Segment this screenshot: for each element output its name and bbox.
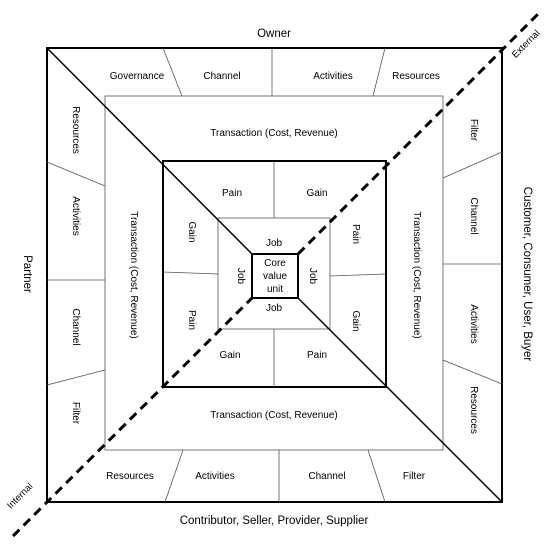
ring3-dividers [162, 161, 387, 387]
internal-label: Internal [5, 481, 35, 511]
core-line-2: value [263, 271, 287, 282]
outer-right-label: Customer, Consumer, User, Buyer [521, 187, 533, 362]
ring1-inner-border [104, 95, 444, 451]
diagonal-solid-lower [297, 297, 503, 503]
ring1-right-channel: Channel [468, 197, 479, 234]
core-square [251, 253, 299, 299]
ring1-top-governance: Governance [110, 71, 165, 82]
diagonal-solid-upper [46, 47, 253, 255]
ring2-top-transaction: Transaction (Cost, Revenue) [210, 128, 337, 139]
ring3-left-gain: Gain [186, 221, 197, 242]
ring3-top-pain: Pain [222, 188, 242, 199]
ring1-bottom-resources: Resources [106, 471, 154, 482]
core-line-3: unit [267, 284, 283, 295]
ring1-top-activities: Activities [313, 71, 352, 82]
ring3-bottom-gain: Gain [219, 350, 240, 361]
ring1-bottom-dividers [164, 449, 386, 503]
ring1-bottom-filter: Filter [403, 471, 426, 482]
ring1-bottom-activities: Activities [195, 471, 234, 482]
ring1-top-resources: Resources [392, 71, 440, 82]
ring1-left-filter: Filter [70, 402, 81, 425]
ring2-bottom-transaction: Transaction (Cost, Revenue) [210, 410, 337, 421]
outer-left-label: Partner [21, 255, 33, 293]
ring3-right-pain: Pain [350, 224, 361, 244]
ring1-bottom-channel: Channel [308, 471, 345, 482]
ring3-right-gain: Gain [350, 310, 361, 331]
ring4-top-job: Job [266, 238, 283, 249]
outer-square [46, 47, 503, 503]
ring1-top-channel: Channel [203, 71, 240, 82]
diagonal-dashed-upper [296, 12, 540, 256]
ring2-left-transaction: Transaction (Cost, Revenue) [128, 211, 139, 338]
ring4-right-job: Job [307, 268, 318, 285]
ring4-left-job: Job [235, 268, 246, 285]
outer-top-label: Owner [257, 28, 291, 40]
ring2-right-transaction: Transaction (Cost, Revenue) [411, 211, 422, 338]
ring1-top-dividers [162, 47, 386, 97]
ring1-right-filter: Filter [468, 119, 479, 142]
ring1-left-dividers [46, 161, 106, 386]
ring1-right-activities: Activities [468, 304, 479, 343]
diagonal-dashed-lower [11, 296, 254, 538]
core-line-1: Core [264, 258, 286, 269]
ring1-left-channel: Channel [70, 308, 81, 345]
ring1-right-dividers [442, 151, 503, 385]
ring3-left-pain: Pain [186, 310, 197, 330]
ring1-left-activities: Activities [70, 196, 81, 235]
ring4-bottom-job: Job [266, 303, 283, 314]
ring3-bottom-pain: Pain [307, 350, 327, 361]
outer-bottom-label: Contributor, Seller, Provider, Supplier [180, 515, 369, 527]
ring1-left-resources: Resources [70, 106, 81, 154]
external-label: External [510, 28, 542, 60]
ring1-right-resources: Resources [468, 386, 479, 434]
ring3-top-gain: Gain [306, 188, 327, 199]
